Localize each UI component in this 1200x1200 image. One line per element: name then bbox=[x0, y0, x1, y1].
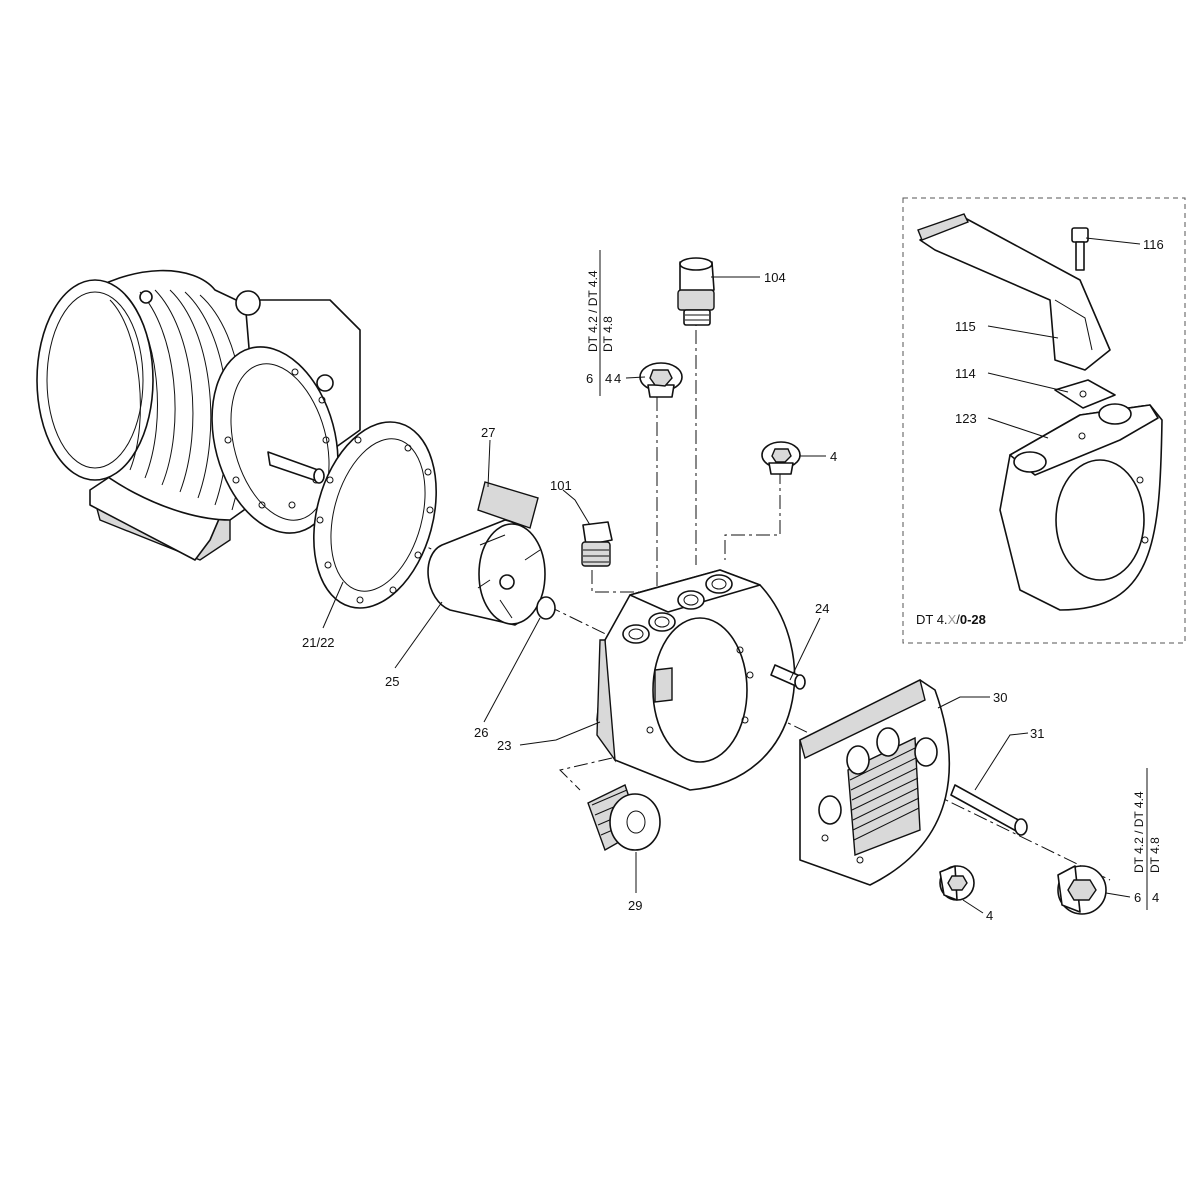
callout-4-upper-right: 4 bbox=[830, 449, 837, 464]
callout-30: 30 bbox=[993, 690, 1007, 705]
variant-bottom-model-line-1: DT 4.2 / DT 4.4 bbox=[1132, 791, 1146, 873]
screw-31 bbox=[950, 784, 1028, 836]
fitting-101 bbox=[581, 521, 613, 567]
callout-4-upper-left: 4 bbox=[614, 371, 621, 386]
spacer-plate-114 bbox=[1054, 379, 1116, 409]
callout-123: 123 bbox=[955, 411, 977, 426]
callout-31: 31 bbox=[1030, 726, 1044, 741]
end-cover bbox=[799, 678, 950, 886]
plug-lower-left bbox=[939, 865, 975, 901]
rotor bbox=[427, 519, 546, 626]
callout-4-lower: 4 bbox=[986, 908, 993, 923]
callout-115: 115 bbox=[955, 319, 976, 334]
callout-25: 25 bbox=[385, 674, 399, 689]
variant-bottom-num-6: 6 bbox=[1134, 890, 1141, 905]
callout-114: 114 bbox=[955, 366, 976, 381]
valve-104 bbox=[677, 257, 715, 326]
plug-lower-right bbox=[1057, 865, 1107, 915]
callout-27: 27 bbox=[481, 425, 495, 440]
variant-top-num-4: 4 bbox=[605, 371, 612, 386]
handle-115 bbox=[917, 213, 1111, 371]
callout-labels: 104 116 115 114 123 27 101 4 4 24 21/22 … bbox=[302, 237, 1164, 923]
callout-29: 29 bbox=[628, 898, 642, 913]
callout-101: 101 bbox=[550, 478, 572, 493]
screw-24 bbox=[770, 664, 806, 690]
variant-top-model-line-2: DT 4.8 bbox=[601, 316, 615, 352]
plug-upper-left bbox=[639, 362, 683, 398]
motor-cooling-fins bbox=[109, 289, 245, 511]
callout-23: 23 bbox=[497, 738, 511, 753]
screw-116 bbox=[1071, 227, 1089, 271]
filter-29 bbox=[587, 784, 661, 852]
electric-motor bbox=[36, 269, 361, 561]
callout-116: 116 bbox=[1143, 237, 1164, 252]
variant-bottom-model-line-2: DT 4.8 bbox=[1148, 837, 1162, 873]
variant-note-bottom: DT 4.2 / DT 4.4 DT 4.8 6 4 bbox=[1132, 768, 1162, 910]
flange-gasket bbox=[313, 421, 437, 609]
inset-variant-label: DT 4.X/0-28 bbox=[916, 612, 986, 627]
callout-24: 24 bbox=[815, 601, 829, 616]
variant-note-top: DT 4.2 / DT 4.4 DT 4.8 6 4 bbox=[586, 250, 615, 396]
inset-variant-panel: DT 4.X/0-28 bbox=[902, 197, 1186, 644]
callout-26: 26 bbox=[474, 725, 488, 740]
vane bbox=[477, 481, 539, 529]
variant-top-model-line-1: DT 4.2 / DT 4.4 bbox=[586, 270, 600, 352]
pump-housing bbox=[596, 569, 796, 791]
inset-dashed-frame bbox=[902, 197, 1186, 644]
housing-123 bbox=[999, 403, 1163, 611]
seal-disc bbox=[536, 596, 556, 620]
leader-lines bbox=[322, 237, 1141, 914]
variant-top-num-6: 6 bbox=[586, 371, 593, 386]
plug-upper-right bbox=[761, 441, 801, 475]
callout-21-22: 21/22 bbox=[302, 635, 335, 650]
callout-104: 104 bbox=[764, 270, 786, 285]
variant-bottom-num-4: 4 bbox=[1152, 890, 1159, 905]
